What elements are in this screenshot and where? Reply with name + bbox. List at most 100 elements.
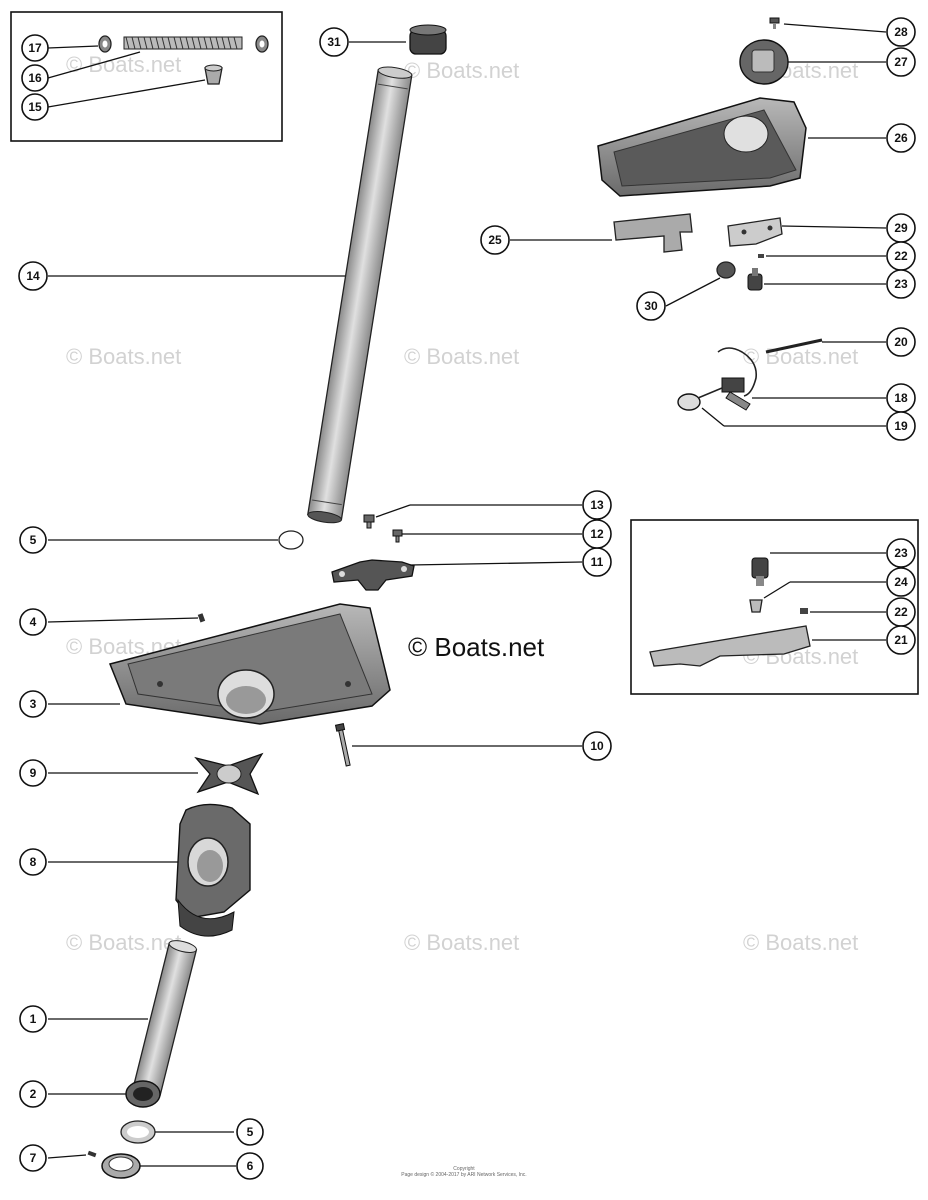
- cross-bracket: [331, 559, 415, 591]
- svg-text:18: 18: [894, 391, 908, 405]
- callout-26: 26: [886, 123, 916, 153]
- svg-text:5: 5: [247, 1125, 254, 1139]
- callout-7: 7: [19, 1144, 47, 1172]
- svg-text:7: 7: [30, 1151, 37, 1165]
- callout-5-lower: 5: [236, 1118, 264, 1146]
- callout-17: 17: [21, 34, 49, 62]
- inset-box-bracket: [630, 519, 919, 695]
- callout-22-upper: 22: [886, 241, 916, 271]
- svg-text:1: 1: [30, 1012, 37, 1026]
- callouts: 17 16 15 31 14 5 4 3 9 8 1 2 7 5 6 10 11…: [18, 17, 916, 1180]
- svg-text:31: 31: [327, 35, 341, 49]
- bushing-24: [749, 599, 763, 613]
- svg-text:24: 24: [894, 575, 908, 589]
- callout-20: 20: [886, 327, 916, 357]
- watermark: © Boats.net: [404, 930, 519, 955]
- svg-text:22: 22: [894, 249, 908, 263]
- screw-22: [758, 254, 764, 258]
- callout-5-upper: 5: [19, 526, 47, 554]
- screw-12: [392, 529, 403, 543]
- footer-line-1: Copyright: [453, 1166, 475, 1172]
- callout-28: 28: [886, 17, 916, 47]
- callout-23-inset: 23: [886, 538, 916, 568]
- screw-28: [769, 17, 780, 29]
- mounting-bracket-29: [727, 217, 783, 247]
- svg-text:23: 23: [894, 277, 908, 291]
- watermark: © Boats.net: [404, 344, 519, 369]
- watermark: © Boats.net: [66, 930, 181, 955]
- callout-30: 30: [636, 291, 666, 321]
- bolt: [334, 723, 351, 767]
- footer: Copyright Page design © 2004-2017 by ARI…: [364, 1166, 564, 1178]
- svg-text:21: 21: [894, 633, 908, 647]
- svg-text:10: 10: [590, 739, 604, 753]
- parts: [87, 17, 823, 1179]
- callout-12: 12: [582, 519, 612, 549]
- rod: [765, 338, 823, 354]
- screw-22-inset: [800, 608, 808, 614]
- callout-25: 25: [480, 225, 510, 255]
- callout-29: 29: [886, 213, 916, 243]
- small-screw: [87, 1150, 97, 1158]
- svg-text:14: 14: [26, 269, 40, 283]
- callout-16: 16: [21, 64, 49, 92]
- watermark: © Boats.net: [66, 344, 181, 369]
- callout-13: 13: [582, 490, 612, 520]
- copyright-label: © Boats.net: [408, 632, 545, 662]
- svg-text:30: 30: [644, 299, 658, 313]
- svg-text:8: 8: [30, 855, 37, 869]
- callout-1: 1: [19, 1005, 47, 1033]
- spider-hub: [194, 752, 264, 796]
- watermark: © Boats.net: [743, 344, 858, 369]
- svg-text:12: 12: [590, 527, 604, 541]
- watermark: © Boats.net: [743, 930, 858, 955]
- callout-8: 8: [19, 848, 47, 876]
- callout-21: 21: [886, 625, 916, 655]
- swivel-clamp: [175, 803, 251, 937]
- callout-11: 11: [582, 547, 612, 577]
- svg-text:29: 29: [894, 221, 908, 235]
- screw-13: [363, 514, 375, 529]
- svg-text:5: 5: [30, 533, 37, 547]
- inset-box-spring: [10, 11, 283, 142]
- watermarks: © Boats.net © Boats.net © Boats.net © Bo…: [66, 52, 858, 955]
- watermark: © Boats.net: [66, 52, 181, 77]
- callout-19: 19: [886, 411, 916, 441]
- callout-24: 24: [886, 567, 916, 597]
- svg-text:13: 13: [590, 498, 604, 512]
- callout-9: 9: [19, 759, 47, 787]
- callout-14: 14: [18, 261, 48, 291]
- leader-lines: [47, 23, 887, 1167]
- svg-text:25: 25: [488, 233, 502, 247]
- svg-text:11: 11: [591, 555, 604, 569]
- switch-23: [747, 268, 763, 291]
- svg-text:4: 4: [30, 615, 37, 629]
- bearing: [101, 1153, 141, 1179]
- cover-plate: [108, 603, 391, 725]
- ring-upper: [278, 530, 304, 550]
- svg-text:26: 26: [894, 131, 908, 145]
- svg-text:23: 23: [894, 546, 908, 560]
- footer-line-2: Page design © 2004-2017 by ARI Network S…: [401, 1172, 527, 1178]
- callout-31: 31: [319, 27, 349, 57]
- callout-15: 15: [21, 93, 49, 121]
- svg-text:20: 20: [894, 335, 908, 349]
- switch-plate: [613, 213, 693, 253]
- wire-assembly: [677, 347, 758, 411]
- svg-text:2: 2: [30, 1087, 37, 1101]
- svg-text:28: 28: [894, 25, 908, 39]
- small-knob: [716, 261, 736, 279]
- svg-text:6: 6: [247, 1159, 254, 1173]
- tube-cap: [409, 24, 447, 55]
- callout-3: 3: [19, 690, 47, 718]
- callout-4: 4: [19, 608, 47, 636]
- callout-18: 18: [886, 383, 916, 413]
- svg-text:17: 17: [28, 41, 42, 55]
- upper-cover: [597, 97, 807, 197]
- bracket-21: [649, 625, 811, 667]
- callout-10: 10: [582, 731, 612, 761]
- svg-text:3: 3: [30, 697, 37, 711]
- callout-23-upper: 23: [886, 269, 916, 299]
- callout-27: 27: [886, 47, 916, 77]
